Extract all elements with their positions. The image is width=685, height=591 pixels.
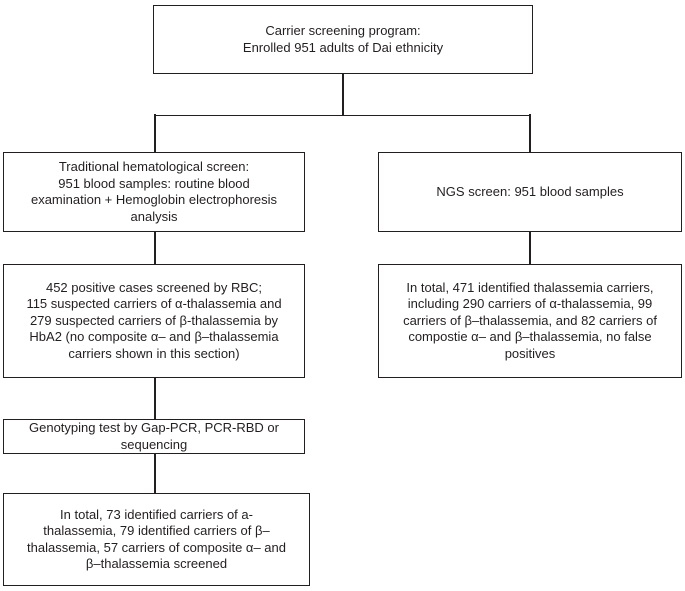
node-hematological-screen-line: 951 blood samples: routine blood	[58, 175, 250, 191]
node-rbc-positive-line: 452 positive cases screened by RBC;	[45, 279, 263, 295]
node-enrollment-line: Carrier screening program:	[265, 23, 421, 38]
node-genotyping-line: Genotyping test by Gap-PCR, PCR-RBD or	[29, 420, 279, 435]
node-hematological-screen: Traditional hematological screen: 951 bl…	[3, 152, 305, 232]
connector-branch-split	[154, 114, 530, 116]
node-hematological-screen-line: examination + Hemoglobin electrophoresis	[30, 192, 278, 207]
node-genotyping-results-line: thalassemia, 57 carriers of composite α–…	[27, 539, 286, 555]
node-rbc-positive-line: 115 suspected carriers of α-thalassemia …	[26, 296, 282, 312]
node-rbc-positive-cases: 452 positive cases screened by RBC; 115 …	[3, 264, 305, 378]
node-enrollment-line: Enrolled 951 adults of Dai ethnicity	[242, 39, 444, 55]
node-ngs-results-line: including 290 carriers of α-thalassemia,…	[407, 296, 653, 312]
connector-enrollment-stem	[342, 73, 344, 116]
connector-ngs-to-results	[529, 231, 531, 265]
connector-genotyping-to-results	[154, 453, 156, 494]
connector-left-branch-drop	[154, 114, 156, 152]
node-ngs-screen: NGS screen: 951 blood samples	[378, 152, 682, 232]
node-ngs-results-line: positives	[504, 345, 556, 361]
node-enrollment: Carrier screening program: Enrolled 951 …	[153, 5, 533, 74]
node-hematological-screen-line: analysis	[130, 208, 178, 224]
node-rbc-positive-line: HbA2 (no composite α– and β–thalassemia	[29, 329, 279, 345]
node-genotyping-results-line: thalassemia, 79 identified carriers of β…	[43, 523, 270, 538]
node-genotyping-test: Genotyping test by Gap-PCR, PCR-RBD or s…	[3, 419, 305, 454]
node-ngs-results: In total, 471 identified thalassemia car…	[378, 264, 682, 378]
node-genotyping-line: sequencing	[120, 436, 188, 452]
connector-hema-to-rbc	[154, 231, 156, 265]
connector-right-branch-drop	[529, 114, 531, 152]
node-genotyping-results-line: β–thalassemia screened	[85, 556, 228, 571]
node-genotyping-results: In total, 73 identified carriers of a- t…	[3, 493, 310, 586]
node-rbc-positive-line: 279 suspected carriers of β-thalassemia …	[29, 312, 279, 328]
node-ngs-screen-line: NGS screen: 951 blood samples	[436, 183, 624, 199]
node-rbc-positive-line: carriers shown in this section)	[68, 345, 240, 361]
node-ngs-results-line: carriers of β–thalassemia, and 82 carrie…	[403, 312, 657, 328]
node-ngs-results-line: compostie α– and β–thalassemia, no false	[408, 329, 652, 345]
node-genotyping-results-line: In total, 73 identified carriers of a-	[60, 506, 253, 522]
node-ngs-results-line: In total, 471 identified thalassemia car…	[406, 279, 654, 295]
connector-rbc-to-genotyping	[154, 377, 156, 420]
node-hematological-screen-line: Traditional hematological screen:	[58, 159, 250, 174]
